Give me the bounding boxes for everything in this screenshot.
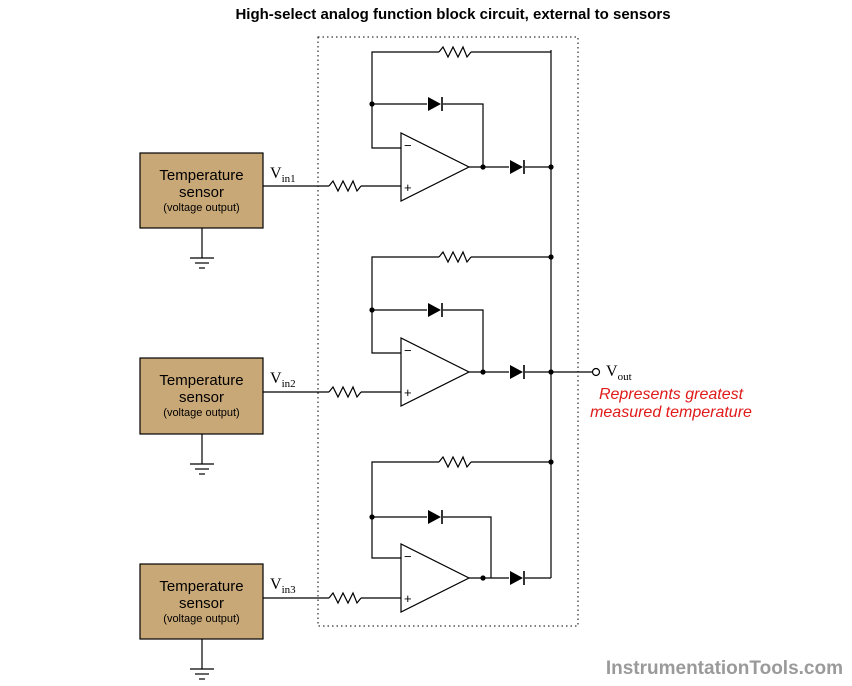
sensor-1-sublabel: (voltage output) (163, 202, 239, 214)
opamp-minus-label: − (404, 138, 412, 153)
diagram-title: High-select analog function block circui… (235, 6, 670, 23)
sensor-2-label-2: sensor (179, 389, 224, 406)
ground-icon (189, 433, 215, 475)
output-note-line-1: Represents greatest (599, 386, 744, 403)
stage-3: Temperature sensor (voltage output) Vin3… (139, 456, 554, 680)
opamp-minus-label: − (404, 343, 412, 358)
sensor-1-label: Temperature (159, 167, 243, 184)
sensor-2-label: Temperature (159, 372, 243, 389)
vin2-label: Vin2 (270, 370, 296, 390)
ground-icon (189, 638, 215, 680)
sensor-2-sublabel: (voltage output) (163, 407, 239, 419)
ground-icon (189, 227, 215, 269)
temperature-sensor-2 (139, 357, 264, 435)
vin1-label: Vin1 (270, 165, 296, 185)
vout-label: Vout (606, 363, 632, 383)
sensor-3-label-2: sensor (179, 595, 224, 612)
input-resistor-icon (328, 180, 362, 192)
opamp-icon (400, 543, 471, 613)
opamp-plus-label: + (404, 591, 412, 606)
temperature-sensor-3 (139, 563, 264, 640)
function-block-boundary (317, 36, 579, 627)
feedback-resistor-icon (438, 456, 472, 468)
opamp-plus-label: + (404, 385, 412, 400)
opamp-icon (400, 337, 471, 407)
output-terminal-icon (591, 367, 601, 377)
opamp-icon (400, 132, 471, 202)
sensor-3-sublabel: (voltage output) (163, 613, 239, 625)
vin3-label: Vin3 (270, 576, 296, 596)
sensor-3-label: Temperature (159, 578, 243, 595)
sensor-1-label-2: sensor (179, 184, 224, 201)
output-diode-icon (509, 570, 525, 586)
feedback-diode-icon (427, 96, 443, 112)
opamp-minus-label: − (404, 549, 412, 564)
feedback-resistor-icon (438, 46, 472, 58)
watermark: InstrumentationTools.com (606, 658, 843, 679)
input-resistor-icon (328, 592, 362, 604)
feedback-resistor-icon (438, 251, 472, 263)
feedback-diode-icon (427, 509, 443, 525)
output-note-line-2: measured temperature (590, 404, 752, 421)
output-diode-icon (509, 159, 525, 175)
output-diode-icon (509, 364, 525, 380)
opamp-plus-label: + (404, 180, 412, 195)
stage-2: Temperature sensor (voltage output) Vin2… (139, 251, 592, 475)
feedback-diode-icon (427, 302, 443, 318)
stage-1: Temperature sensor (voltage output) Vin1… (139, 46, 554, 269)
input-resistor-icon (328, 386, 362, 398)
